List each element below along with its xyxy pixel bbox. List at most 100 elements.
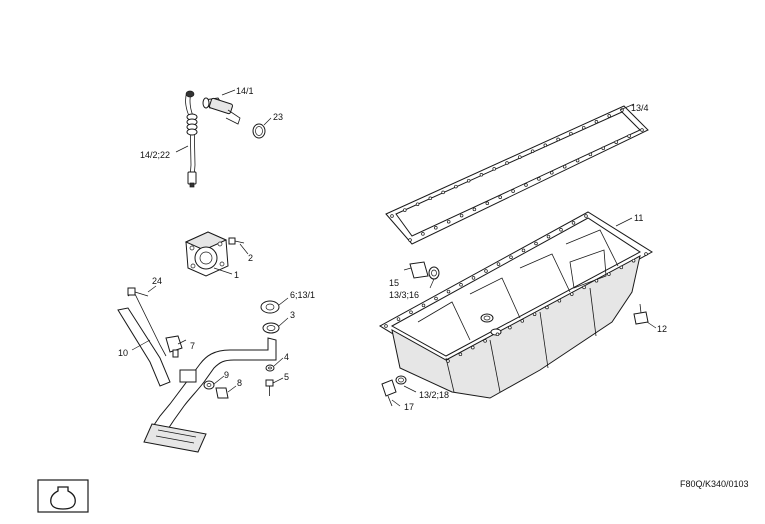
gasket-bolt-hole (459, 213, 464, 218)
gasket-bolt-hole (543, 143, 548, 148)
pan-bolt-hole (483, 339, 487, 343)
oil-pan-gasket (385, 103, 649, 245)
callout-12: 12 (657, 324, 667, 334)
gasket-bolt-hole (569, 131, 573, 136)
callout-5: 5 (284, 372, 289, 382)
callout-10: 10 (118, 348, 128, 358)
pan-bolt-hole (421, 303, 426, 308)
callout-13-2-18: 13/2;18 (419, 390, 449, 400)
gasket-bolt-hole (588, 152, 593, 157)
pan-bolt-hole (631, 258, 636, 263)
gasket-bolt-hole (415, 202, 420, 206)
pan-bolt-hole (534, 241, 538, 246)
pan-bolt-hole (584, 214, 588, 218)
gasket-bolt-hole (601, 146, 606, 151)
gasket-bolt-hole (530, 149, 535, 153)
callout-23: 23 (273, 112, 283, 122)
gasket-bolt-hole (524, 183, 528, 187)
gasket-bolt-hole (441, 190, 445, 195)
pan-bolt-hole (619, 265, 624, 270)
gasket-bolt-hole (390, 214, 394, 218)
suction-pipe-assembly (117, 285, 289, 453)
gasket-bolt-hole (640, 128, 644, 132)
dipstick-sleeve (202, 97, 241, 125)
o-ring-23 (252, 123, 266, 139)
gasket-bolt-hole (454, 184, 458, 189)
pan-bolt-hole (396, 317, 401, 321)
callout-24: 24 (152, 276, 162, 286)
dipstick-clip (186, 113, 198, 136)
callout-labels: 14/1 23 14/2;22 13/4 11 2 1 24 6;13/1 3 … (118, 86, 667, 412)
gasket-bolt-hole (511, 189, 515, 193)
gasket-bolt-hole (466, 178, 471, 183)
gasket-bolt-hole (556, 137, 560, 142)
gasket-bolt-hole (614, 140, 618, 144)
callout-14-1: 14/1 (236, 86, 254, 96)
pan-bolt-hole (532, 312, 537, 316)
callout-4: 4 (284, 352, 289, 362)
pan-bolt-hole (594, 279, 599, 283)
gasket-bolt-hole (607, 114, 611, 118)
pan-bolt-hole (459, 283, 463, 287)
gasket-bolt-hole (537, 177, 541, 181)
gasket-bolt-hole (550, 171, 554, 175)
pan-bolt-hole (446, 359, 450, 363)
reference-code: F80Q/K340/0103 (680, 479, 749, 489)
gasket-bolt-hole (485, 201, 490, 206)
gasket-bolt-hole (492, 167, 496, 171)
gasket-bolt-hole (446, 219, 451, 224)
gasket-bolt-hole (434, 226, 438, 230)
pan-bolt-hole (508, 325, 512, 330)
pan-bolt-hole (571, 221, 576, 225)
gasket-bolt-hole (575, 158, 580, 163)
gasket-bolt-hole (403, 208, 407, 212)
pan-bolt-hole (607, 272, 611, 276)
callout-11: 11 (634, 213, 643, 223)
pan-bolt-hole (570, 292, 574, 296)
pan-bolt-hole (384, 324, 388, 328)
callout-3: 3 (290, 310, 295, 320)
pan-bolt-hole (509, 255, 513, 260)
oil-drop-icon (37, 479, 89, 513)
callout-7: 7 (190, 341, 195, 351)
callout-17: 17 (404, 402, 414, 412)
screw-2 (228, 237, 249, 255)
pan-bolt-hole (559, 228, 563, 232)
pan-bolt-hole (458, 352, 463, 357)
callout-2: 2 (248, 253, 253, 263)
pan-bolt-hole (471, 276, 476, 280)
gasket-bolt-hole (581, 125, 586, 130)
gasket-bolt-hole (472, 207, 477, 212)
pan-bolt-hole (496, 262, 501, 266)
pan-bolt-hole (521, 248, 526, 253)
gasket-bolt-hole (562, 164, 567, 169)
gasket-bolt-hole (518, 155, 522, 159)
pan-bolt-hole (582, 285, 586, 290)
pan-bolt-hole (434, 296, 438, 301)
gasket-bolt-hole (428, 196, 433, 201)
gasket-bolt-hole (408, 238, 412, 242)
gasket-bolt-hole (498, 195, 502, 199)
pan-bolt-hole (546, 234, 551, 239)
dipstick-assembly (175, 89, 272, 188)
callout-1: 1 (234, 270, 239, 280)
pan-bolt-hole (471, 345, 475, 350)
gasket-bolt-hole (594, 120, 599, 124)
pan-bolt-hole (446, 289, 451, 294)
callout-13-3-16: 13/3;16 (389, 290, 419, 300)
pan-bolt-hole (545, 305, 549, 310)
callout-9: 9 (224, 370, 229, 380)
callout-6-13-1: 6;13/1 (290, 290, 315, 300)
callout-8: 8 (237, 378, 242, 388)
pan-bolt-hole (557, 299, 562, 303)
callout-15: 15 (389, 278, 399, 288)
callout-13-4: 13/4 (631, 103, 649, 113)
oil-pump-flange (184, 231, 233, 277)
pan-bolt-hole (484, 269, 488, 273)
pan-bolt-hole (409, 310, 413, 315)
oil-pan (378, 211, 657, 407)
gasket-bolt-hole (421, 232, 425, 236)
callout-14-2-22: 14/2;22 (140, 150, 170, 160)
gasket-bolt-hole (479, 173, 484, 177)
